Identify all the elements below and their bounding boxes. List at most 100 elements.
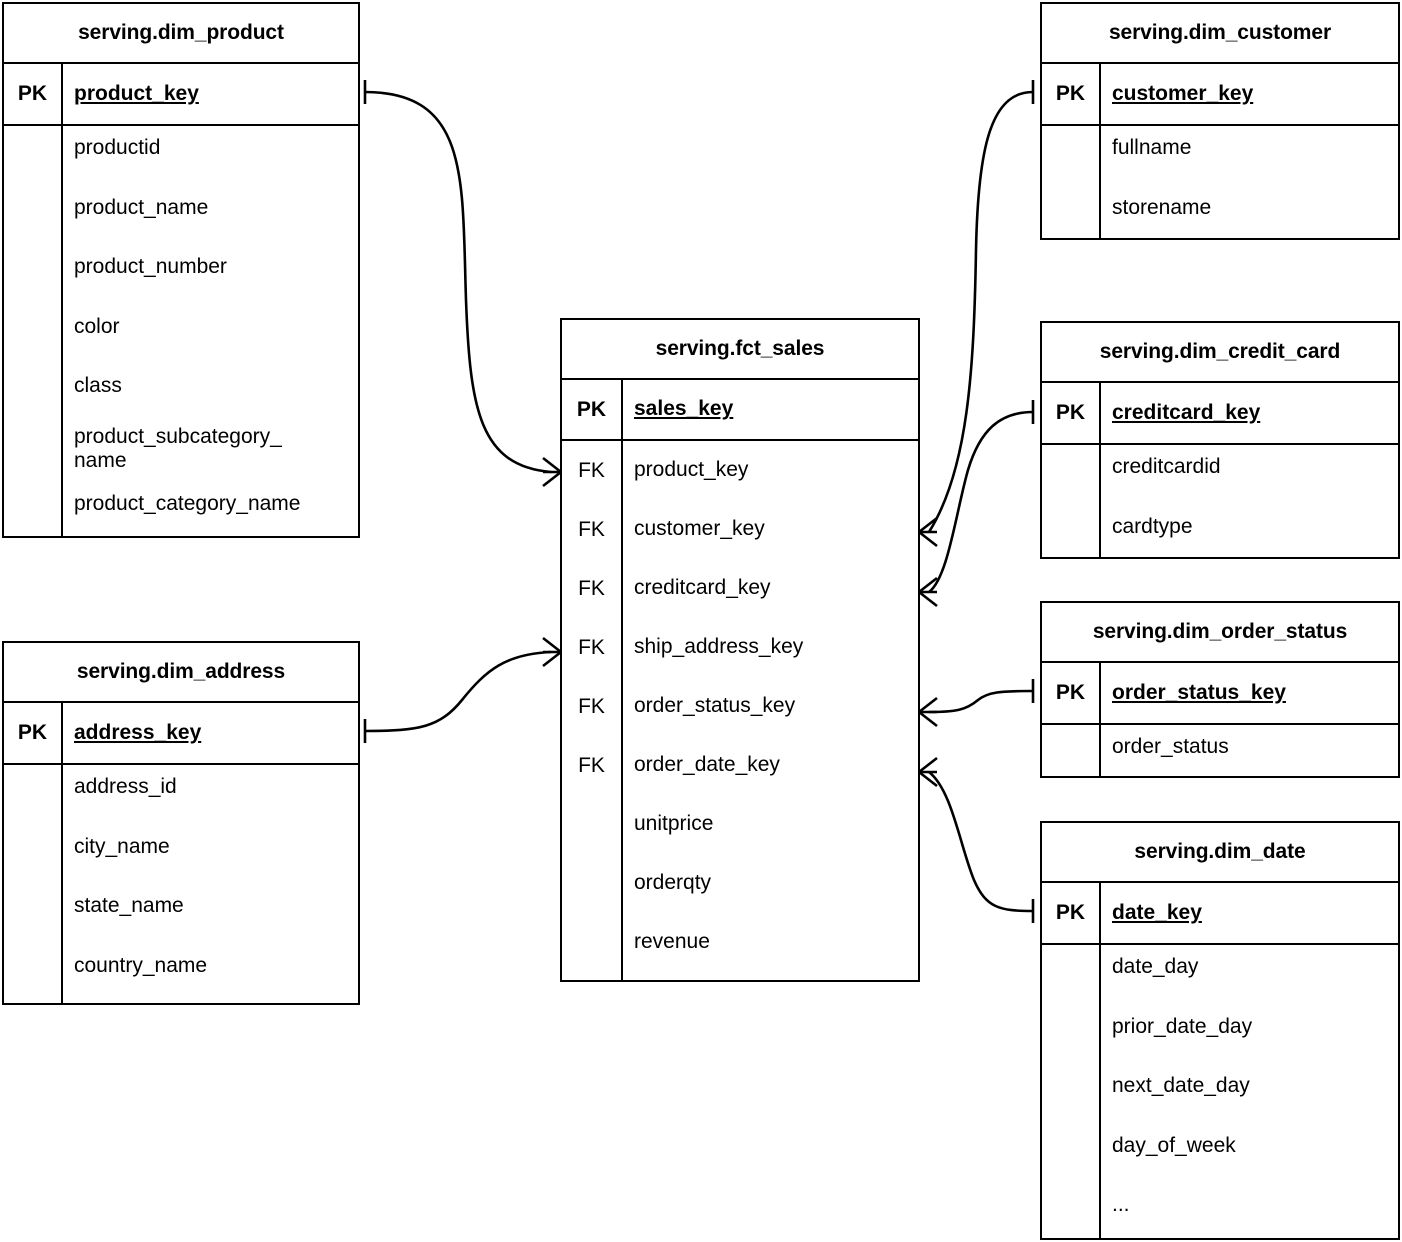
entity-dim-customer[interactable]: serving.dim_customer PK customer_key ful… [1040,2,1400,240]
pk-row-dim-credit-card[interactable]: PK creditcard_key [1042,383,1398,445]
attribute-item: order_status [1112,735,1229,758]
fk-row-creditcard-key[interactable]: FK creditcard_key [562,559,918,619]
attribute-item: state_name [74,894,184,918]
measure-row-unitprice[interactable]: unitprice [562,795,918,855]
attribute-item: productid [74,136,161,159]
measure-row-revenue[interactable]: revenue [562,913,918,973]
attribute-list: order_status [1101,725,1398,776]
key-column-spacer [1042,945,1101,1238]
pk-row-dim-customer[interactable]: PK customer_key [1042,64,1398,126]
pk-badge: PK [1042,64,1101,124]
fk-row-product-key[interactable]: FK product_key [562,441,918,501]
entity-fct-sales[interactable]: serving.fct_sales PK sales_key FK produc… [560,318,920,982]
entity-title-dim-credit-card: serving.dim_credit_card [1042,323,1398,383]
fk-badge: FK [562,618,623,678]
attribute-item: next_date_day [1112,1074,1250,1098]
attribute-item-ellipsis: ... [1112,1193,1130,1217]
key-column-spacer [1042,445,1101,557]
fk-row-order-date-key[interactable]: FK order_date_key [562,736,918,796]
relationship-dim-credit-card-to-fct-sales [918,400,1035,608]
measure-column-name: unitprice [634,812,714,836]
key-column-spacer [562,854,623,914]
attribute-item: country_name [74,953,208,977]
pk-row-dim-order-status[interactable]: PK order_status_key [1042,663,1398,725]
empty-space [623,972,918,980]
attribute-item: city_name [74,834,170,858]
key-column-spacer [1042,725,1101,776]
pk-badge: PK [562,380,623,440]
attribute-item: fullname [1112,136,1192,159]
attribute-block-dim-date: date_day prior_date_day next_date_day da… [1042,945,1398,1238]
pk-column-name: creditcard_key [1112,400,1261,424]
pk-row-dim-address[interactable]: PK address_key [4,703,358,765]
attribute-item: product_number [74,255,227,279]
attribute-item: day_of_week [1112,1133,1236,1157]
attribute-list: creditcardid cardtype [1101,445,1398,557]
pk-badge: PK [4,64,63,124]
fk-column-name: creditcard_key [634,576,771,600]
fk-badge: FK [562,559,623,619]
pk-column-name: sales_key [634,397,734,421]
fk-badge: FK [562,500,623,560]
attribute-block-dim-order-status: order_status [1042,725,1398,776]
attribute-item: address_id [74,775,177,798]
fk-column-name: customer_key [634,517,765,541]
entity-dim-credit-card[interactable]: serving.dim_credit_card PK creditcard_ke… [1040,321,1400,559]
fk-row-order-status-key[interactable]: FK order_status_key [562,677,918,737]
fk-badge: FK [562,441,623,501]
attribute-item-wrap: name [74,449,127,473]
entity-title-dim-customer: serving.dim_customer [1042,4,1398,64]
fk-column-name: order_status_key [634,694,796,718]
key-column-spacer [562,972,623,981]
measure-column-name: revenue [634,930,710,954]
pk-badge: PK [1042,663,1101,723]
key-column-spacer [562,913,623,973]
entity-dim-product[interactable]: serving.dim_product PK product_key produ… [2,2,360,538]
pk-row-dim-date[interactable]: PK date_key [1042,883,1398,945]
fk-column-name: product_key [634,458,749,482]
fk-column-name: order_date_key [634,753,780,777]
fk-row-customer-key[interactable]: FK customer_key [562,500,918,560]
attribute-item: class [74,374,122,398]
attribute-item: product_category_name [74,491,301,515]
entity-title-dim-date: serving.dim_date [1042,823,1398,883]
attribute-block-dim-product: productid product_name product_number co… [4,126,358,536]
attribute-item: product_name [74,195,209,219]
attribute-item: product_subcategory_ [74,424,282,448]
fct-sales-filler [562,972,918,981]
entity-title-fct-sales: serving.fct_sales [562,320,918,381]
key-column-spacer [4,126,63,536]
attribute-item: storename [1112,195,1212,219]
attribute-list: fullname storename [1101,126,1398,238]
relationship-dim-customer-to-fct-sales [918,80,1035,548]
fk-column-name: ship_address_key [634,635,804,659]
relationship-dim-product-to-fct-sales [363,80,562,488]
pk-row-fct-sales[interactable]: PK sales_key [562,380,918,442]
entity-dim-date[interactable]: serving.dim_date PK date_key date_day pr… [1040,821,1400,1240]
fk-row-ship-address-key[interactable]: FK ship_address_key [562,618,918,678]
pk-column-name: product_key [74,81,199,105]
relationship-dim-order-status-to-fct-sales [918,679,1035,728]
attribute-list: productid product_name product_number co… [63,126,358,536]
attribute-list: address_id city_name state_name country_… [63,765,358,1003]
attribute-block-dim-address: address_id city_name state_name country_… [4,765,358,1003]
attribute-item: cardtype [1112,514,1193,538]
relationship-dim-address-to-fct-sales [363,636,562,743]
pk-column-name: date_key [1112,900,1202,924]
measure-column-name: orderqty [634,871,712,895]
entity-title-dim-product: serving.dim_product [4,4,358,64]
attribute-item: creditcardid [1112,455,1221,478]
pk-badge: PK [1042,883,1101,943]
entity-dim-address[interactable]: serving.dim_address PK address_key addre… [2,641,360,1005]
pk-row-dim-product[interactable]: PK product_key [4,64,358,126]
entity-title-dim-order-status: serving.dim_order_status [1042,603,1398,663]
entity-dim-order-status[interactable]: serving.dim_order_status PK order_status… [1040,601,1400,778]
relationship-dim-date-to-fct-sales [918,756,1035,923]
fk-badge: FK [562,677,623,737]
attribute-list: date_day prior_date_day next_date_day da… [1101,945,1398,1238]
attribute-item: color [74,314,120,338]
attribute-item: prior_date_day [1112,1014,1253,1038]
measure-row-orderqty[interactable]: orderqty [562,854,918,914]
fk-badge: FK [562,736,623,796]
